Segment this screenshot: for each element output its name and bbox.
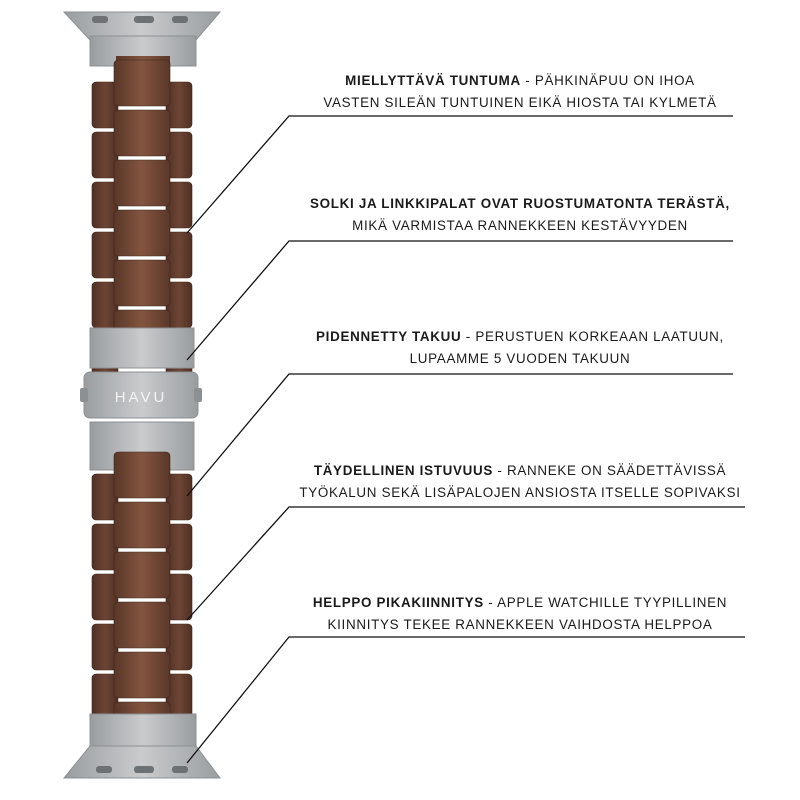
leader-line-4 <box>186 506 745 621</box>
wood-link-center <box>113 501 171 549</box>
feature-steel-parts: SOLKI JA LINKKIPALAT OVAT RUOSTUMATONTA … <box>290 193 750 237</box>
feature-fit: TÄYDELLINEN ISTUVUUS - RANNEKE ON SÄÄDET… <box>290 460 750 504</box>
feature-text: - RANNEKE ON SÄÄDETTÄVISSÄ <box>492 463 727 478</box>
wood-link-center <box>113 109 171 157</box>
feature-text: KIINNITYS TEKEE RANNEKKEEN VAIHDOSTA HEL… <box>327 617 713 632</box>
feature-comfort: MIELLYTTÄVÄ TUNTUMA - PÄHKINÄPUU ON IHOA… <box>290 70 750 114</box>
wood-link-center <box>113 59 171 107</box>
feature-text: - PÄHKINÄPUU ON IHOA <box>520 73 695 88</box>
wood-link-center <box>113 159 171 207</box>
wood-link-center <box>113 601 171 649</box>
leader-line-2 <box>186 240 733 361</box>
wood-link-center <box>113 651 171 699</box>
wood-link-center <box>113 451 171 499</box>
feature-text: TYÖKALUN SEKÄ LISÄPALOJEN ANSIOSTA ITSEL… <box>299 485 741 500</box>
feature-text: VASTEN SILEÄN TUNTUINEN EIKÄ HIOSTA TAI … <box>323 95 717 110</box>
feature-text: MIKÄ VARMISTAA RANNEKKEEN KESTÄVYYDEN <box>352 218 688 233</box>
bottom-lug-connector <box>62 706 221 779</box>
feature-title: HELPPO PIKAKIINNITYS <box>312 595 484 610</box>
feature-title: PIDENNETTY TAKUU <box>316 329 462 344</box>
feature-text: LUPAAMME 5 VUODEN TAKUUN <box>409 351 631 366</box>
feature-text: - APPLE WATCHILLE TYYPILLINEN <box>483 595 728 610</box>
feature-warranty: PIDENNETTY TAKUU - PERUSTUEN KORKEAAN LA… <box>290 326 750 370</box>
wood-link-center <box>113 551 171 599</box>
wood-link-center <box>113 259 171 307</box>
leader-line-5 <box>186 636 745 764</box>
leader-line-1 <box>186 115 733 234</box>
leader-lines <box>186 115 745 764</box>
feature-text: - PERUSTUEN KORKEAAN LAATUUN, <box>461 329 724 344</box>
wood-link-center <box>113 209 171 257</box>
leader-line-3 <box>186 373 733 497</box>
feature-title: TÄYDELLINEN ISTUVUUS <box>313 463 493 478</box>
feature-quick-attach: HELPPO PIKAKIINNITYS - APPLE WATCHILLE T… <box>290 592 750 636</box>
feature-title: MIELLYTTÄVÄ TUNTUMA <box>345 73 521 88</box>
brand-logo: HAVU <box>115 389 168 406</box>
feature-title: SOLKI JA LINKKIPALAT OVAT RUOSTUMATONTA … <box>310 196 730 211</box>
clasp: HAVU <box>80 327 202 471</box>
